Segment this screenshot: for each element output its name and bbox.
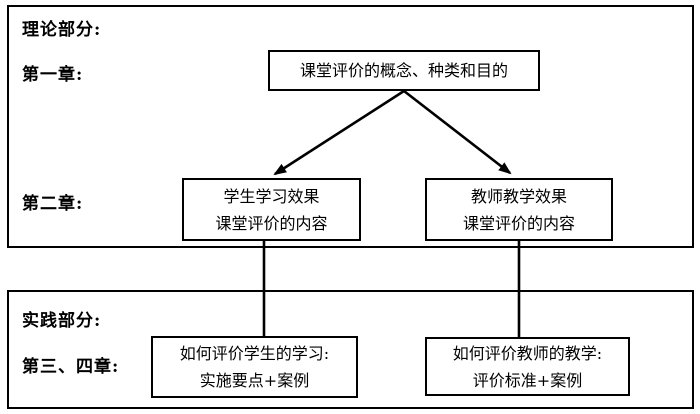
student-evaluation-line1: 如何评价学生的学习: [179, 344, 330, 363]
teacher-effect-box: 教师教学效果 课堂评价的内容 [425, 178, 613, 241]
student-evaluation-box: 如何评价学生的学习: 实施要点+案例 [151, 336, 358, 398]
concept-box: 课堂评价的概念、种类和目的 [268, 50, 540, 91]
teacher-effect-line1: 教师教学效果 [470, 186, 567, 206]
concept-box-text: 课堂评价的概念、种类和目的 [299, 61, 508, 80]
student-evaluation-line2: 实施要点+案例 [199, 371, 310, 390]
teacher-effect-line2: 课堂评价的内容 [462, 213, 575, 233]
teacher-evaluation-line2: 评价标准+案例 [472, 370, 583, 390]
theory-section-frame [7, 5, 694, 248]
chapter2-label: 第二章: [22, 194, 84, 214]
student-effect-line1: 学生学习效果 [223, 186, 320, 206]
practice-section-frame [7, 290, 694, 409]
theory-section-label: 理论部分: [22, 20, 102, 40]
student-effect-line2: 课堂评价的内容 [215, 213, 328, 233]
student-effect-box: 学生学习效果 课堂评价的内容 [182, 178, 361, 241]
teacher-evaluation-box: 如何评价教师的教学: 评价标准+案例 [425, 337, 630, 396]
practice-section-label: 实践部分: [22, 311, 102, 331]
chapter1-label: 第一章: [22, 65, 84, 85]
teacher-evaluation-line1: 如何评价教师的教学: [452, 343, 603, 363]
chapter34-label: 第三、四章: [22, 357, 120, 377]
